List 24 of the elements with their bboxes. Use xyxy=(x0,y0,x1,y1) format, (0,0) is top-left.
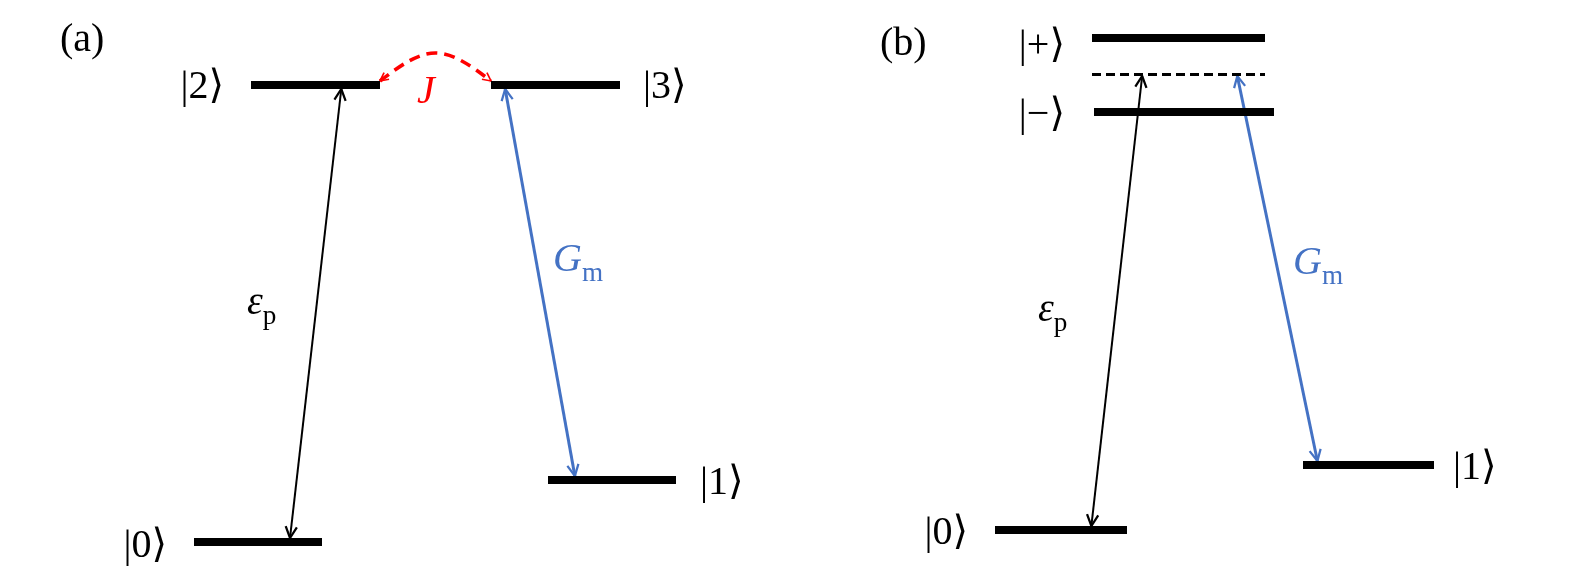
energy-level xyxy=(491,81,620,89)
panel-label: (a) xyxy=(60,18,105,58)
double-arrow xyxy=(500,87,580,478)
state-label: |0⟩ xyxy=(123,524,167,564)
double-arrow xyxy=(1233,74,1322,463)
energy-level xyxy=(1092,34,1265,42)
energy-level xyxy=(1094,108,1274,116)
state-label: |0⟩ xyxy=(924,511,968,551)
energy-level xyxy=(251,81,380,89)
panel-label: (b) xyxy=(880,22,927,62)
double-arrow xyxy=(1085,74,1148,528)
curved-double-arrow xyxy=(378,51,493,83)
state-label: |1⟩ xyxy=(700,461,744,501)
virtual-level xyxy=(1092,73,1265,76)
state-label: |+⟩ xyxy=(1018,24,1065,64)
energy-level xyxy=(1303,461,1434,469)
state-label: |1⟩ xyxy=(1453,446,1497,486)
energy-level xyxy=(548,476,676,484)
energy-level xyxy=(194,538,322,546)
state-label: |−⟩ xyxy=(1018,93,1065,133)
state-label: |3⟩ xyxy=(643,65,687,105)
energy-level xyxy=(995,526,1127,534)
double-arrow xyxy=(284,87,347,540)
state-label: |2⟩ xyxy=(180,65,224,105)
